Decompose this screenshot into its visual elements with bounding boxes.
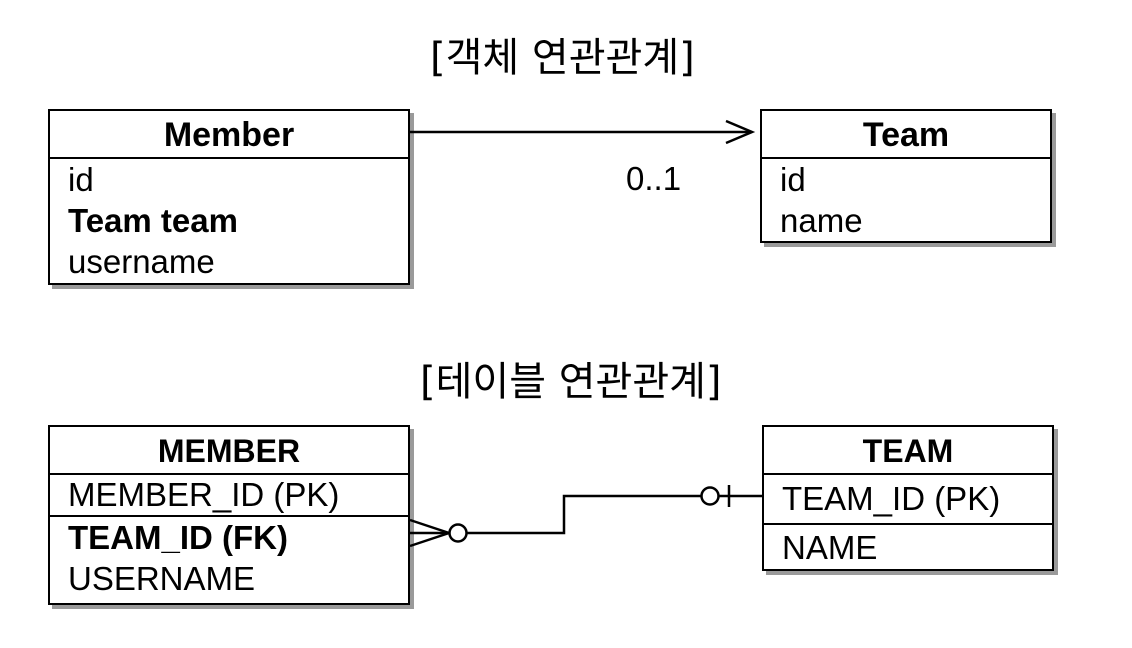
team-table-box: TEAM TEAM_ID (PK) NAME xyxy=(762,425,1054,571)
team-class-box: Team id name xyxy=(760,109,1052,243)
member-field-team: Team team xyxy=(68,202,238,239)
team-column-team-id: TEAM_ID (PK) xyxy=(764,475,1052,525)
optional-circle-icon xyxy=(448,523,468,543)
object-relation-title: [객체 연관관계] xyxy=(430,35,695,81)
team-class-name: Team xyxy=(762,111,1050,159)
member-field-id: id xyxy=(68,161,94,198)
member-field-username: username xyxy=(68,243,215,280)
optional-one-circle-icon xyxy=(700,486,720,506)
member-class-name: Member xyxy=(50,111,408,159)
team-field-id: id xyxy=(780,161,806,198)
table-relation-title: [테이블 연관관계] xyxy=(420,359,722,405)
member-column-team-id: TEAM_ID (FK) xyxy=(68,519,288,556)
member-table-box: MEMBER MEMBER_ID (PK) TEAM_ID (FK) USERN… xyxy=(48,425,410,605)
relationship-line xyxy=(466,494,702,535)
association-multiplicity: 0..1 xyxy=(626,160,682,197)
team-column-name: NAME xyxy=(782,529,878,566)
member-column-member-id: MEMBER_ID (PK) xyxy=(50,475,408,517)
member-class-box: Member id Team team username xyxy=(48,109,410,285)
member-table-name: MEMBER xyxy=(50,427,408,475)
team-field-name: name xyxy=(780,202,863,239)
member-column-username: USERNAME xyxy=(68,560,256,597)
arrowhead-icon xyxy=(725,119,756,145)
team-table-name: TEAM xyxy=(764,427,1052,475)
